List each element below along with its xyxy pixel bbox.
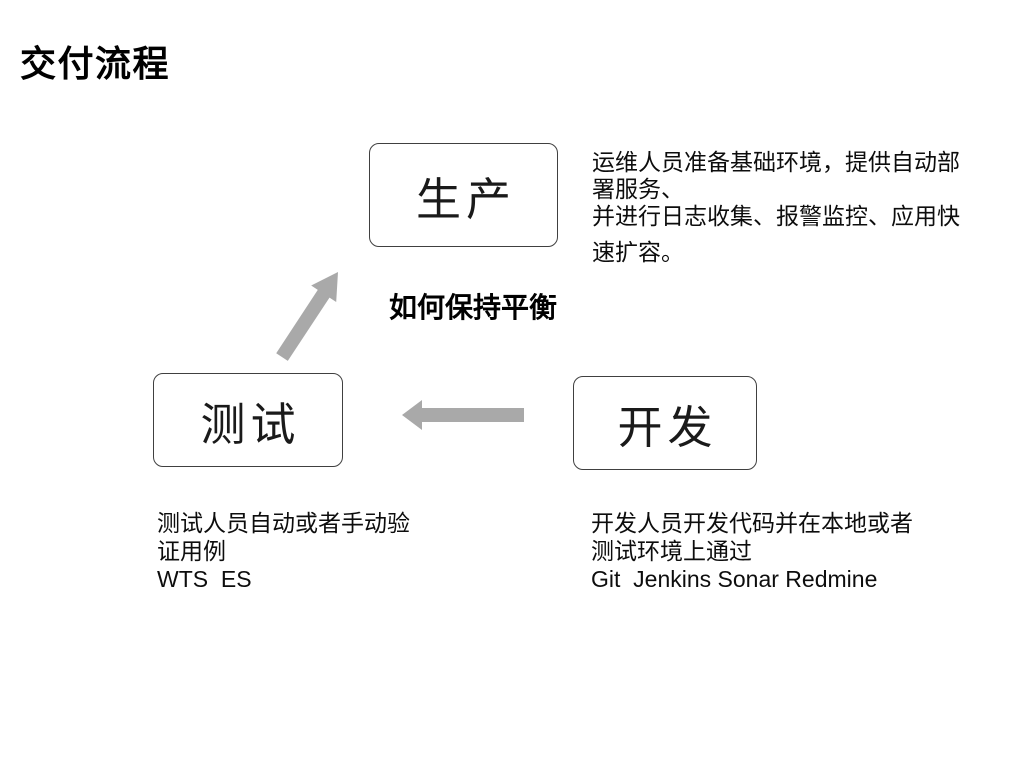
testing-note-line-3: WTS ES: [157, 566, 252, 592]
operations-note-line-1: 运维人员准备基础环境，提供自动部: [592, 149, 960, 175]
node-development: 开发: [573, 376, 757, 470]
testing-note-line-2: 证用例: [157, 538, 226, 564]
node-development-label: 开发: [617, 402, 718, 453]
balance-note: 如何保持平衡: [389, 293, 558, 324]
page-title: 交付流程: [20, 43, 171, 84]
testing-note-line-1: 测试人员自动或者手动验: [157, 510, 410, 536]
arrow-dev-to-test-icon: [402, 400, 524, 430]
node-production: 生产: [369, 143, 558, 247]
node-testing-label: 测试: [200, 399, 301, 450]
development-note: 开发人员开发代码并在本地或者 测试环境上通过 Git Jenkins Sonar…: [591, 509, 951, 593]
node-production-label: 生产: [415, 174, 516, 225]
development-note-line-1: 开发人员开发代码并在本地或者: [591, 510, 913, 536]
arrow-test-to-production-icon: [276, 272, 338, 361]
operations-note: 运维人员准备基础环境，提供自动部 署服务、 并进行日志收集、报警监控、应用快 速…: [592, 149, 992, 266]
testing-note: 测试人员自动或者手动验 证用例 WTS ES: [157, 509, 487, 593]
operations-note-line-4: 速扩容。: [592, 239, 684, 265]
node-testing: 测试: [153, 373, 343, 467]
operations-note-line-3: 并进行日志收集、报警监控、应用快: [592, 203, 960, 229]
development-note-line-2: 测试环境上通过: [591, 538, 752, 564]
development-note-line-3: Git Jenkins Sonar Redmine: [591, 566, 878, 592]
operations-note-line-2: 署服务、: [592, 176, 684, 202]
